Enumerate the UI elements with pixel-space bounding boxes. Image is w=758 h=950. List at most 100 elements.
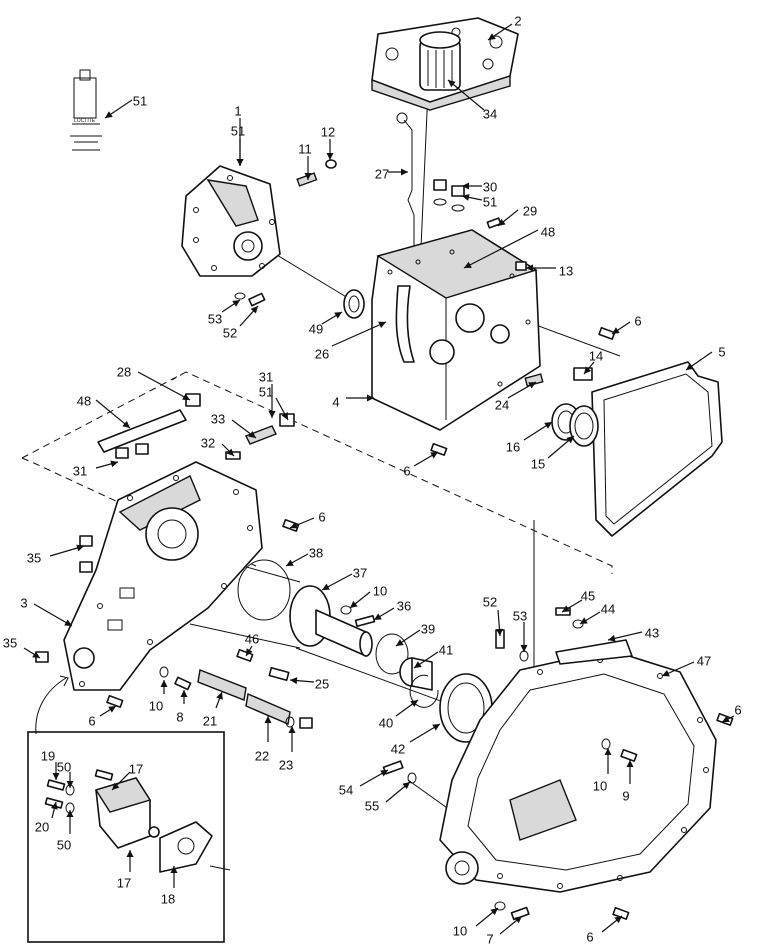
callout-number: 10 [453,923,467,938]
callout-leader [447,79,485,111]
callout-arrowhead [430,452,438,459]
callout-number: 51 [231,123,245,138]
callout-34: 34 [447,79,497,121]
callout-number: 47 [697,653,711,668]
callout-22: 22 [255,716,272,763]
dipstick [403,119,415,258]
callout-number: 53 [208,311,222,326]
callout-arrowhead [122,420,130,428]
callout-17: 17 [111,761,143,791]
callout-arrowhead [374,613,382,620]
callout-arrowhead [66,781,74,788]
callout-number: 18 [161,891,175,906]
callout-number: 33 [211,411,225,426]
callout-52: 52 [223,305,259,340]
callout-arrowhead [268,411,276,418]
callout-arrowhead [614,916,622,924]
callout-arrowhead [584,366,592,374]
callout-number: 32 [201,435,215,450]
callout-arrowhead [498,218,506,226]
callout-40: 40 [379,699,419,730]
callout-arrowhead [286,559,294,566]
detail-inset-frame [27,731,225,943]
callout-30: 30 [462,179,497,194]
callout-number: 24 [495,397,509,412]
callout-arrowhead [52,773,60,780]
callout-arrowhead [334,312,342,319]
callout-number: 27 [375,166,389,181]
callout-24: 24 [495,381,537,412]
callout-arrowhead [490,908,498,916]
callout-38: 38 [285,545,323,567]
transmission-case [371,229,541,431]
callout-number: 51 [259,384,273,399]
callout-25: 25 [289,676,329,691]
callout-7: 7 [486,915,523,946]
assembly-outline-dashed [21,371,613,574]
callout-number: 6 [318,509,325,524]
callout-arrowhead [246,648,253,656]
callout-arrowhead [126,850,134,857]
inset-pump-assembly [94,777,231,873]
o-ring-38 [237,559,291,621]
callout-arrowhead [488,33,496,40]
callout-18: 18 [161,866,178,906]
callout-number: 37 [353,565,367,580]
callout-arrowhead [432,724,440,731]
callout-6: 6 [611,313,642,335]
callout-number: 6 [634,313,641,328]
callout-arrowhead [170,866,178,873]
callout-arrowhead [112,782,120,790]
callout-10: 10 [149,680,168,713]
callout-20: 20 [35,801,58,834]
callout-arrowhead [401,168,408,176]
callout-arrowhead [396,639,404,646]
callout-arrowhead [32,651,40,658]
callout-10: 10 [453,907,499,938]
callout-arrowhead [281,412,288,420]
callout-arrowhead [322,583,330,590]
callout-number: 15 [531,456,545,471]
callout-arrowhead [608,634,616,642]
callout-43: 43 [607,625,659,642]
callout-53: 53 [208,299,241,326]
callout-number: 29 [523,203,537,218]
callout-27: 27 [375,166,408,181]
callout-50: 50 [57,810,74,852]
callout-arrowhead [495,628,503,636]
callout-55: 55 [365,781,411,813]
callout-number: 31 [73,463,87,478]
inset-pointer-arrow [35,675,69,735]
callout-number: 49 [309,321,323,336]
callout-number: 38 [309,545,323,560]
callout-number: 6 [734,702,741,717]
callout-number: 36 [397,598,411,613]
callout-number: 55 [365,798,379,813]
callout-number: 51 [483,194,497,209]
callout-number: 46 [245,631,259,646]
callout-number: 6 [403,463,410,478]
oil-filter [419,31,461,91]
callout-37: 37 [321,565,367,591]
callout-51: 51 [259,384,289,421]
callout-number: 2 [514,13,521,28]
callout-54: 54 [339,769,389,797]
callout-49: 49 [309,311,343,336]
callout-16: 16 [506,421,553,454]
callout-number: 53 [513,608,527,623]
callout-number: 8 [176,709,183,724]
callout-number: 4 [332,394,339,409]
callout-arrowhead [662,669,670,677]
callout-32: 32 [201,435,235,457]
callout-14: 14 [583,348,603,375]
callout-arrowhead [566,436,574,444]
callout-5: 5 [685,344,726,371]
tube-48 [97,409,187,453]
callout-10: 10 [349,583,387,609]
callout-number: 7 [486,931,493,946]
callout-leader [463,229,539,269]
callout-number: 52 [223,325,237,340]
callout-number: 10 [593,778,607,793]
